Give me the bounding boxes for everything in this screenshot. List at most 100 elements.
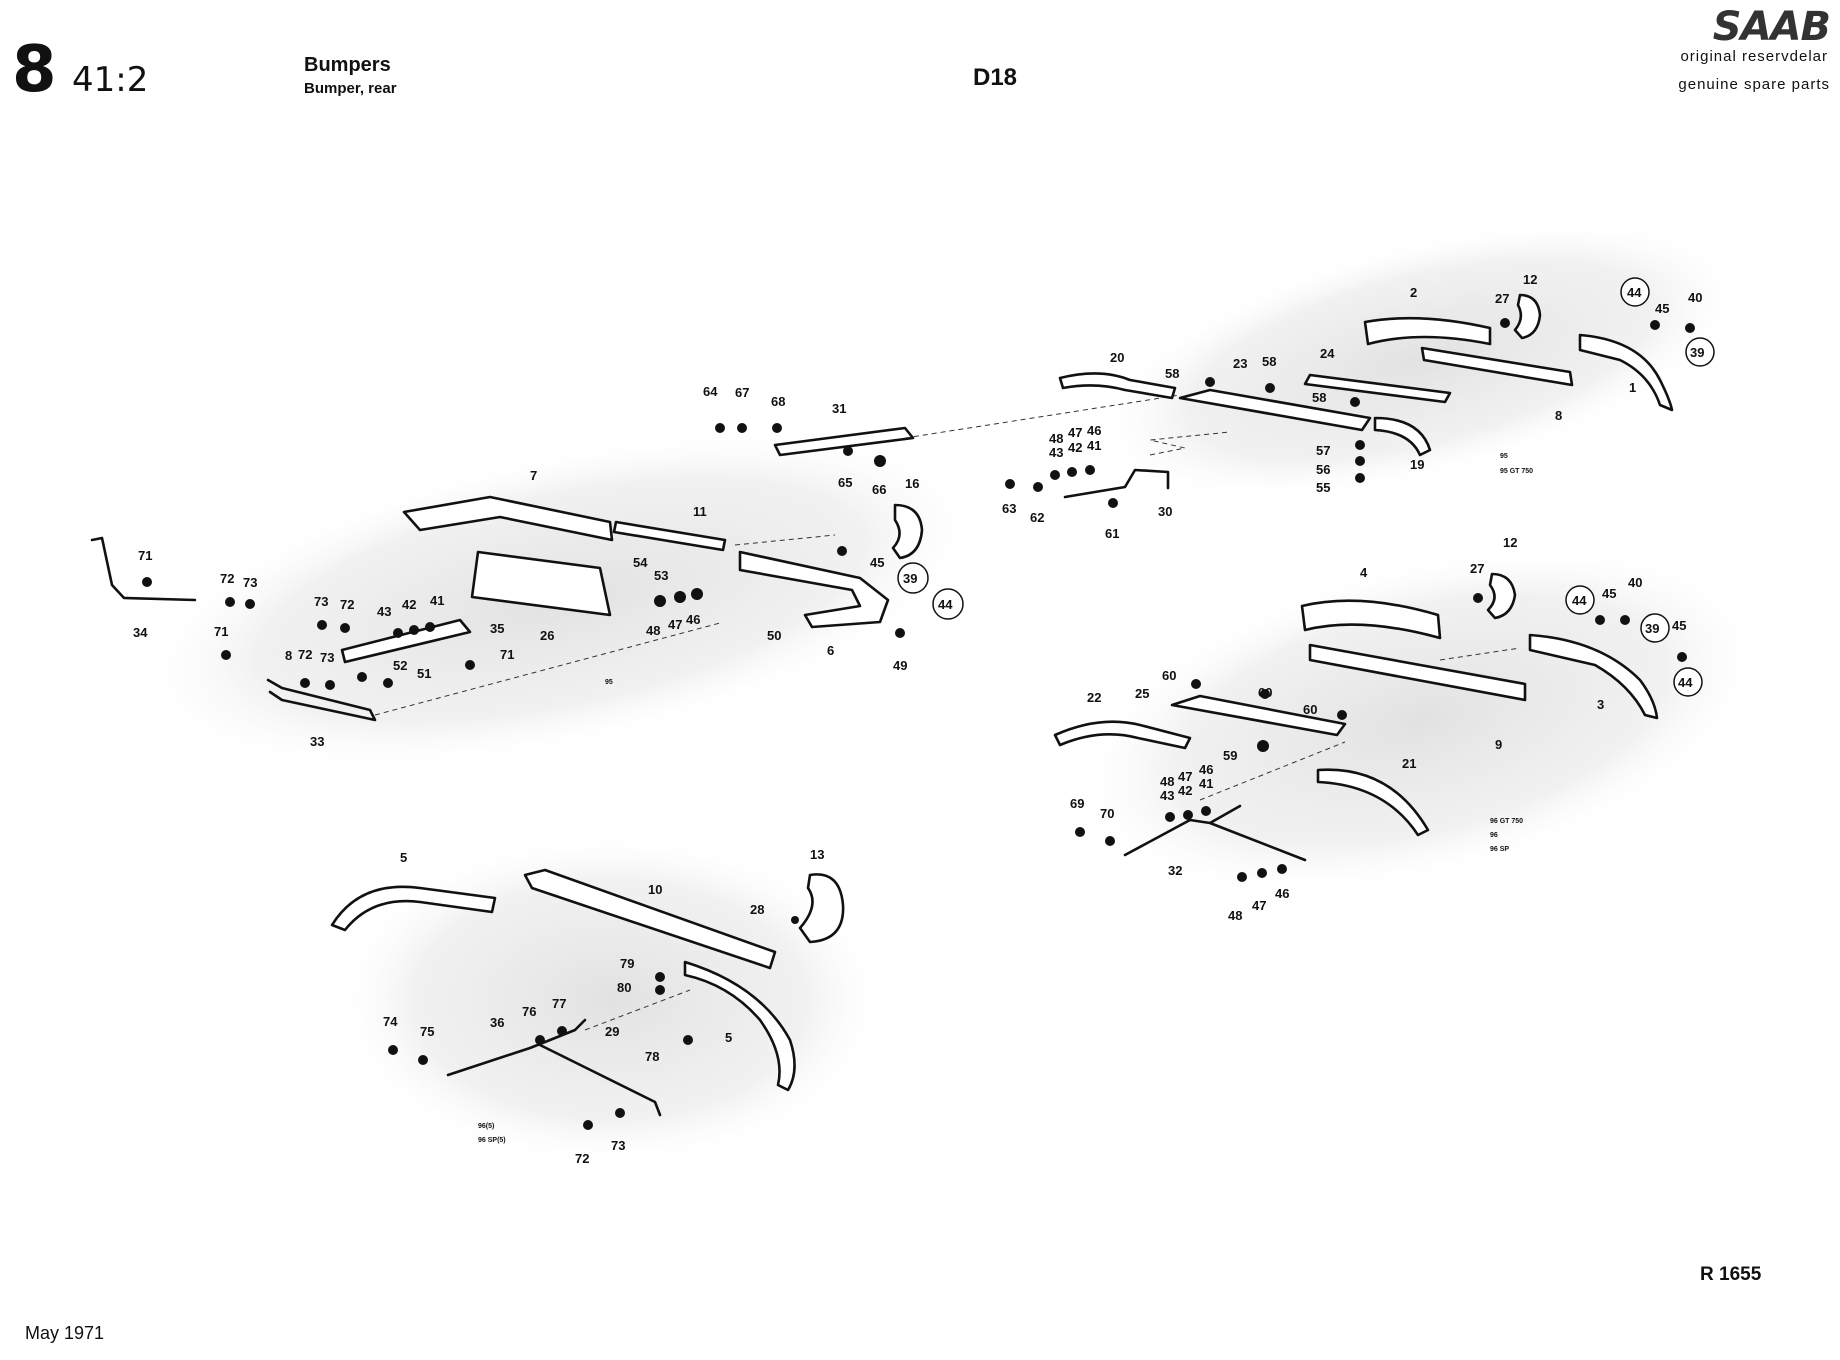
callout-label: 48 (646, 623, 660, 638)
callout-label: 28 (750, 902, 764, 917)
callout-label: 44 (1572, 593, 1587, 608)
part-16-guard (891, 503, 924, 560)
part-23-bar (1178, 388, 1372, 432)
callout-label: 45 (870, 555, 884, 570)
part-19 (1373, 416, 1432, 457)
callout-label: 41 (1199, 776, 1213, 791)
page-subtitle: Bumper, rear (304, 80, 397, 97)
part-9-bar (1308, 643, 1527, 702)
callout-label: 60 (1162, 668, 1176, 683)
note-95: 95 (1500, 453, 1508, 460)
callout-label: 36 (490, 1015, 504, 1030)
callout-label: 80 (617, 980, 631, 995)
callout-label: 56 (1316, 462, 1330, 477)
callout-label: 57 (1316, 443, 1330, 458)
callout-label: 46 (1275, 886, 1289, 901)
part-24-strip (1303, 373, 1452, 404)
callout-label: 33 (310, 734, 324, 749)
callout-label: 40 (1688, 290, 1702, 305)
callout-label: 51 (417, 666, 431, 681)
callout-label: 5 (725, 1030, 732, 1045)
callout-label: 74 (383, 1014, 398, 1029)
callout-label: 73 (611, 1138, 625, 1153)
part-6-bumper-end (738, 550, 890, 629)
part-4-bumper (1300, 599, 1442, 640)
callout-label: 60 (1258, 685, 1272, 700)
part-33-bracket (266, 678, 377, 722)
callout-label: 43 (1160, 788, 1174, 803)
callout-label: 66 (872, 482, 886, 497)
callout-label: 27 (1470, 561, 1484, 576)
callout-label: 12 (1523, 272, 1537, 287)
callout-label: 8 (285, 648, 292, 663)
page-title: Bumpers (304, 54, 391, 76)
callout-label: 77 (552, 996, 566, 1011)
part-36-bracket (446, 1018, 662, 1117)
tagline-swedish: original reservdelar (1680, 48, 1828, 65)
callout-label: 62 (1030, 510, 1044, 525)
callout-label: 60 (1303, 702, 1317, 717)
callout-label: 46 (1199, 762, 1213, 777)
callout-label: 43 (377, 604, 391, 619)
callout-label: 73 (320, 650, 334, 665)
callout-label: 26 (540, 628, 554, 643)
note-96-sp-5: 96 SP(5) (478, 1137, 506, 1144)
part-12-guard (1486, 572, 1517, 620)
callout-label: 49 (893, 658, 907, 673)
callout-label: 73 (314, 594, 328, 609)
circled-callout-44 (1620, 277, 1650, 307)
print-date: May 1971 (25, 1323, 105, 1343)
callout-label: 48 (1228, 908, 1242, 923)
callout-label: 71 (500, 647, 514, 662)
part-21 (1316, 768, 1430, 837)
callout-label: 68 (771, 394, 785, 409)
callout-label: 53 (654, 568, 668, 583)
callout-label: 47 (1178, 769, 1192, 784)
callout-label: 44 (1627, 285, 1642, 300)
part-11-strip (612, 520, 727, 552)
callout-label: 72 (298, 647, 312, 662)
part-3-end (1528, 633, 1659, 720)
callout-label: 12 (1503, 535, 1517, 550)
callout-label: 31 (832, 401, 846, 416)
callout-label: 8 (1555, 408, 1562, 423)
part-32-bracket (1123, 804, 1307, 862)
callout-label: 48 (1049, 431, 1063, 446)
callout-label: 55 (1316, 480, 1330, 495)
callout-label: 59 (1223, 748, 1237, 763)
part-26-plate (470, 550, 612, 617)
callout-labels: 71 34 72 73 71 73 72 43 42 41 35 26 71 8… (133, 272, 1704, 1166)
part-34-bracket (90, 536, 197, 602)
callout-label: 35 (490, 621, 504, 636)
callout-label: 22 (1087, 690, 1101, 705)
callout-label: 19 (1410, 457, 1424, 472)
callout-label: 41 (1087, 438, 1101, 453)
callout-label: 64 (703, 384, 718, 399)
callout-label: 75 (420, 1024, 434, 1039)
callout-label: 43 (1049, 445, 1063, 460)
note-95-gt-750: 95 GT 750 (1500, 468, 1533, 475)
part-1-end (1578, 333, 1674, 412)
callout-label: 78 (645, 1049, 659, 1064)
tagline-english: genuine spare parts (1678, 76, 1830, 93)
callout-label: 47 (1252, 898, 1266, 913)
part-13-guard (798, 873, 845, 944)
callout-label: 29 (605, 1024, 619, 1039)
callout-label: 24 (1320, 346, 1335, 361)
callout-label: 58 (1312, 390, 1326, 405)
circled-callout-44 (1673, 667, 1703, 697)
callout-label: 3 (1597, 697, 1604, 712)
callout-label: 42 (1178, 783, 1192, 798)
note-96: 96 (1490, 832, 1498, 839)
callout-label: 48 (1160, 774, 1174, 789)
circled-callout-44 (1565, 585, 1595, 615)
model-code: D18 (973, 64, 1018, 91)
callout-label: 25 (1135, 686, 1149, 701)
callout-label: 11 (693, 504, 707, 519)
part-12-guard (1513, 293, 1542, 340)
note-95-left: 95 (605, 679, 613, 686)
callout-label: 44 (938, 597, 953, 612)
callout-label: 44 (1678, 675, 1693, 690)
background-shading (128, 217, 1772, 1170)
